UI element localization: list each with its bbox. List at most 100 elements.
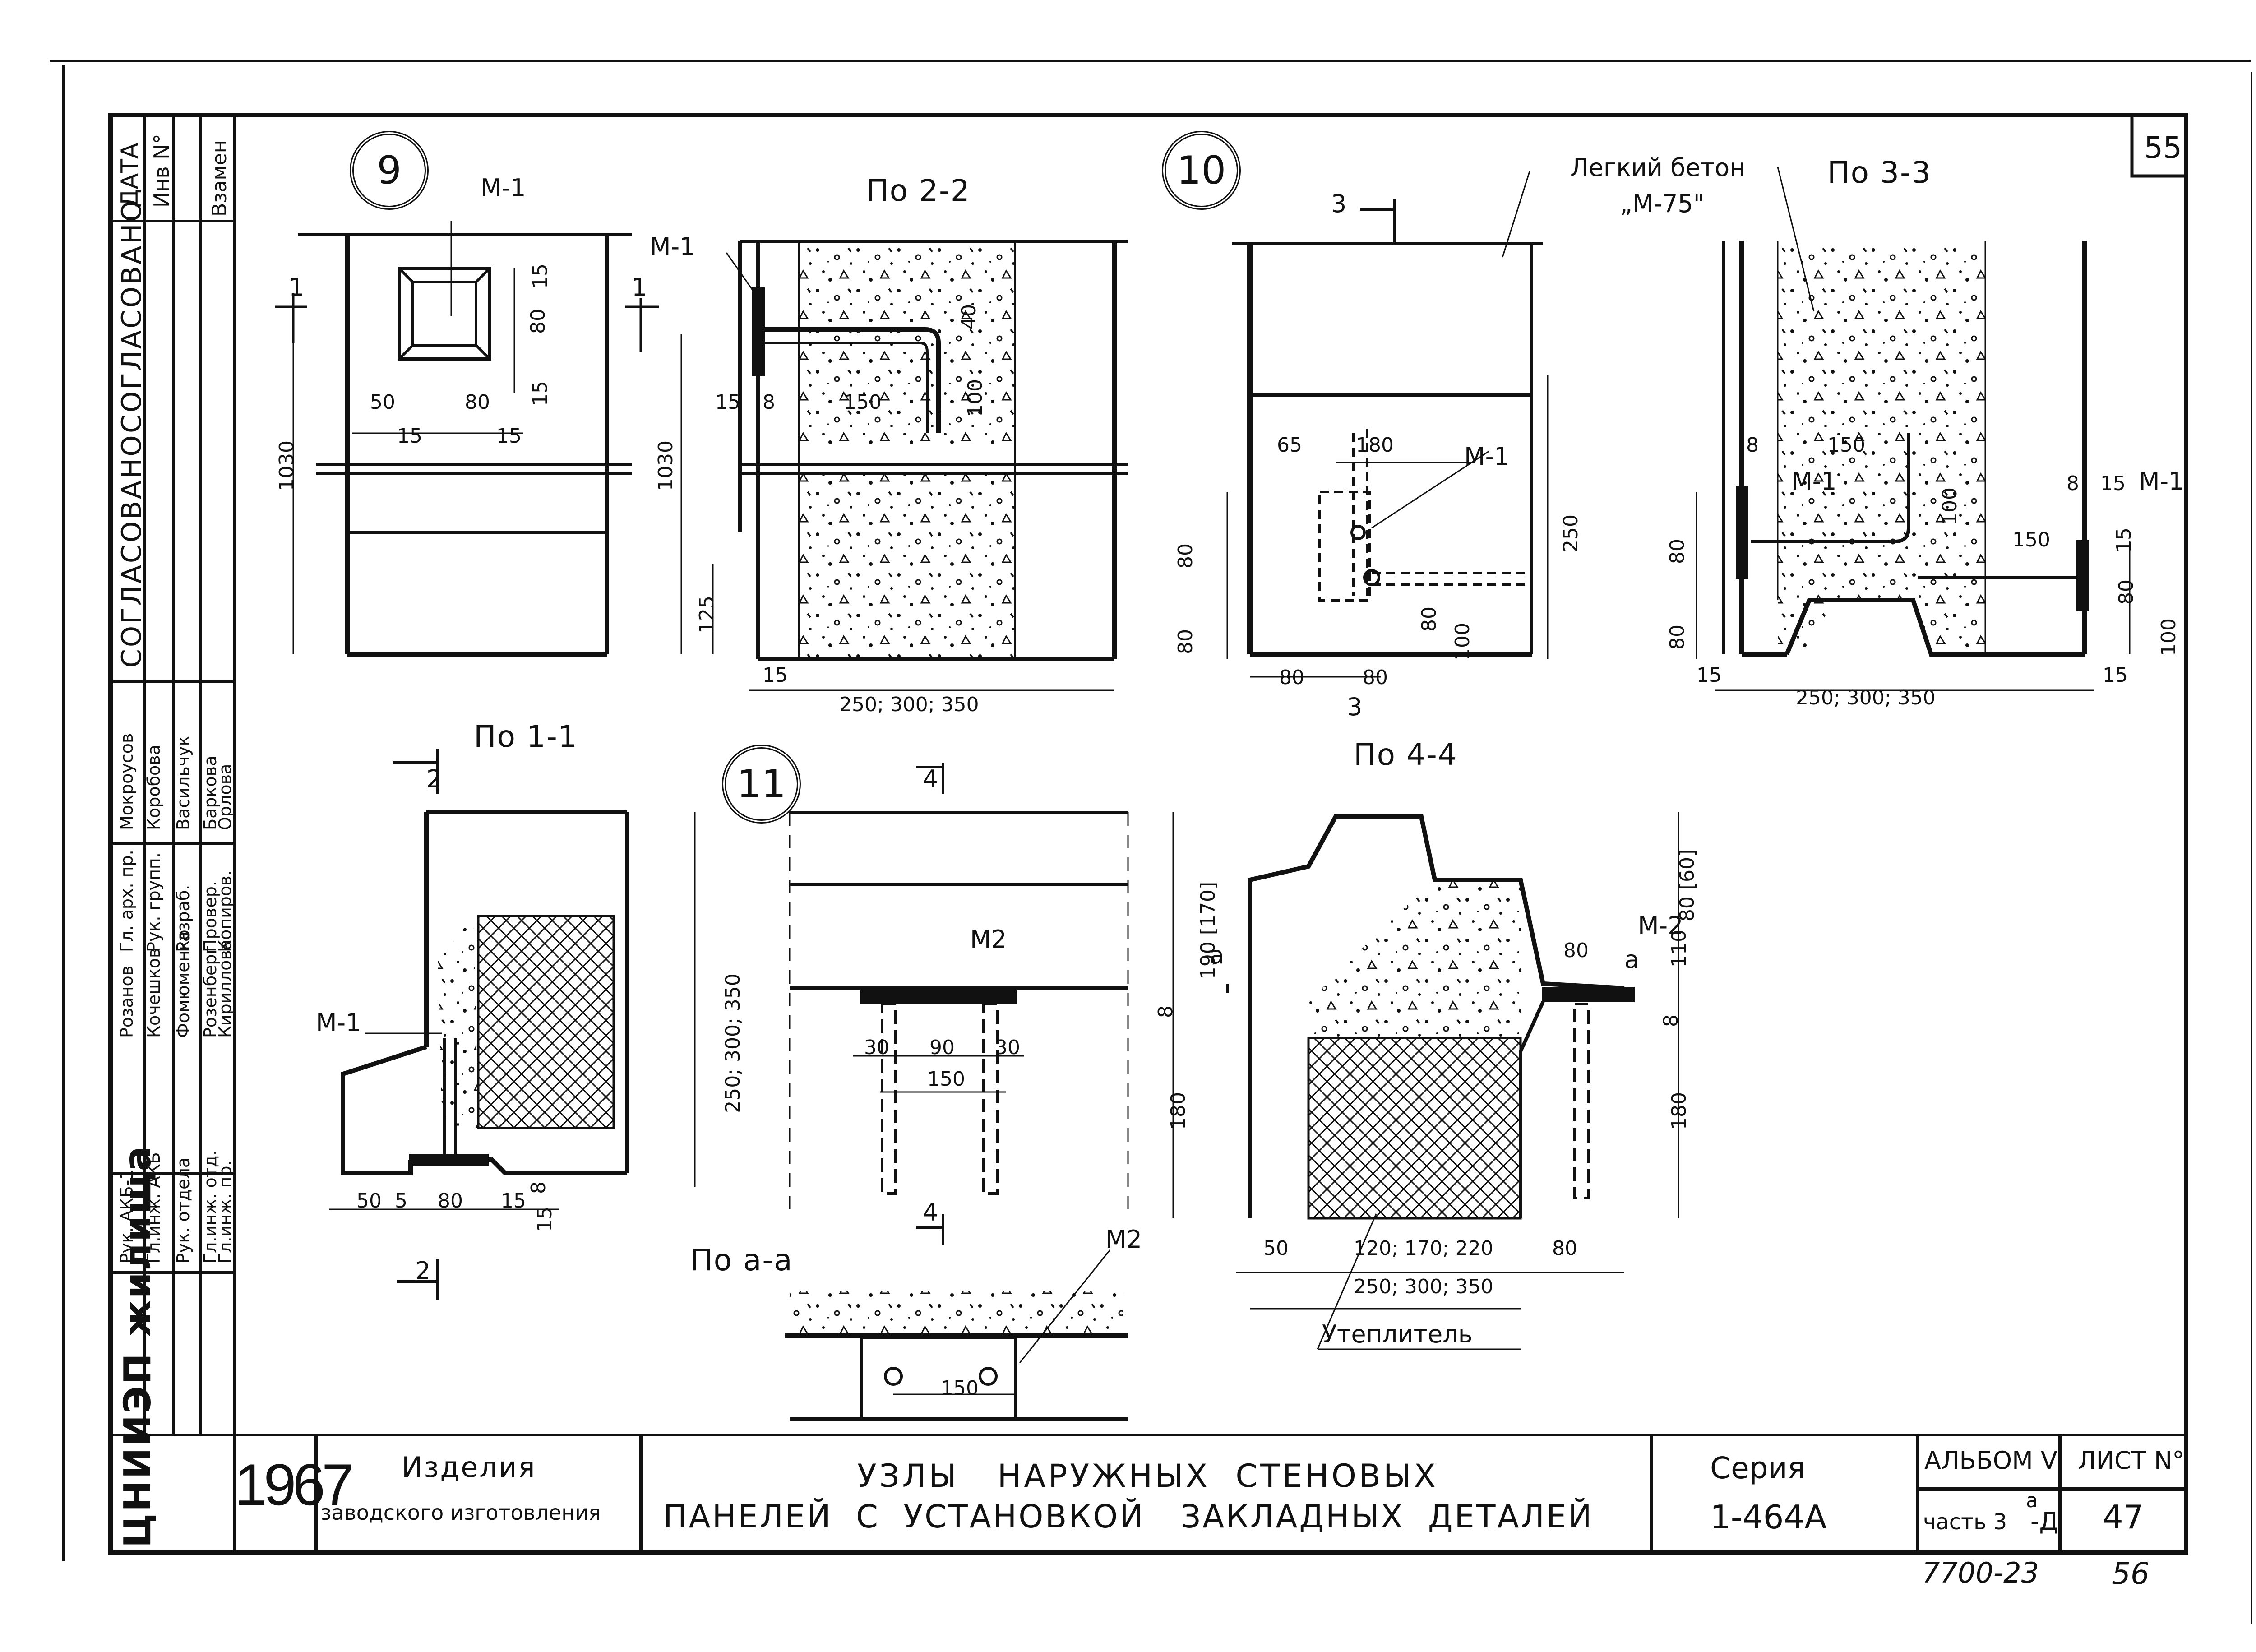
- detail-11: [789, 763, 1229, 1245]
- embedded-part-label: М-1: [1464, 442, 1510, 471]
- dimension: 180: [1356, 434, 1394, 457]
- view-title-3-3: По 3-3: [1827, 155, 1932, 190]
- stamp-role: Гл.инж. пр.: [215, 1160, 235, 1263]
- stamp-role: Рук. АКБ-1: [117, 1169, 137, 1263]
- stamp-name: Кириллова: [215, 939, 235, 1038]
- dimension: 15: [715, 391, 740, 414]
- dimension: 250; 300; 350: [721, 973, 744, 1113]
- embedded-part-label: М2: [1105, 1225, 1142, 1254]
- dimension: 15: [2100, 472, 2126, 495]
- dimension: 80: [1363, 666, 1388, 689]
- archive-number: 7700-23: [1922, 1556, 2039, 1589]
- stamp-role: Гл.инж. АКБ: [144, 1152, 164, 1263]
- section-cut-2: 2: [426, 765, 442, 793]
- dimension: 8: [2066, 472, 2079, 495]
- section-4-4: [1236, 812, 1679, 1350]
- dimension: 250: [1559, 514, 1582, 552]
- dimension: 80: [1418, 606, 1441, 632]
- dimension: 50: [370, 391, 395, 414]
- dimension: 40: [957, 304, 980, 329]
- drawing-title-line-2: ПАНЕЛЕЙ С УСТАНОВКОЙ ЗАКЛАДНЫХ ДЕТАЛЕЙ: [663, 1498, 1594, 1535]
- side-stamp-lines: [109, 115, 2186, 1552]
- embedded-part-label: М-1: [2139, 467, 2184, 495]
- part-label: часть 3: [1923, 1509, 2007, 1535]
- sheet-number-label: ЛИСТ N°: [2078, 1446, 2185, 1475]
- concrete-grade-label: „М-75": [1620, 190, 1705, 218]
- dimension: 8: [1154, 1005, 1177, 1018]
- dimension: 50: [356, 1189, 382, 1212]
- sheet-number: 47: [2103, 1498, 2144, 1536]
- dimension: 110: [1667, 930, 1691, 967]
- dimension: 120; 170; 220: [1354, 1237, 1493, 1260]
- embedded-part-label: М-1: [316, 1009, 361, 1037]
- dimension: 150: [927, 1068, 965, 1091]
- dimension: 1030: [654, 440, 677, 491]
- section-cut-4: 4: [923, 1198, 938, 1226]
- dimension: 90: [929, 1036, 955, 1059]
- section-cut-3: 3: [1347, 693, 1363, 721]
- dimension: 180: [1166, 1092, 1190, 1130]
- dimension: 100: [2157, 618, 2180, 656]
- stamp-role: Копиров.: [215, 870, 235, 952]
- dimension: 8: [527, 1181, 550, 1194]
- view-title-2-2: По 2-2: [866, 173, 971, 208]
- stamp-role: Рук. групп.: [144, 852, 164, 952]
- dimension: 80: [1563, 939, 1589, 962]
- dimension: 15: [1697, 664, 1722, 687]
- material-label: Легкий бетон: [1570, 153, 1746, 182]
- dimension: 80: [465, 391, 490, 414]
- dimension: 80: [1666, 539, 1689, 564]
- product-line-2: заводского изготовления: [320, 1500, 601, 1525]
- dimension: 50: [1263, 1237, 1289, 1260]
- section-cut-1: 1: [632, 273, 647, 301]
- section-cut-a: а: [1624, 945, 1640, 974]
- dimension: 125: [695, 596, 718, 634]
- stamp-name: Розанов: [117, 965, 137, 1038]
- stamp-role: Гл. арх. пр.: [117, 850, 137, 952]
- insulation-label: Утеплитель: [1322, 1320, 1473, 1348]
- dimension: 180: [1667, 1092, 1691, 1130]
- section-cut-2: 2: [415, 1257, 431, 1285]
- dimension: 150: [1827, 434, 1865, 457]
- dimension: 15: [529, 381, 552, 406]
- dimension: 80: [527, 309, 550, 334]
- stamp-col-date: ДАТА: [116, 143, 143, 208]
- stamp-name: Васильчук: [173, 736, 193, 830]
- dimension: 15: [529, 264, 552, 289]
- stamp-name: Кочешков: [144, 948, 164, 1038]
- detail-10-front: [1226, 171, 1549, 678]
- series-value: 1-464А: [1710, 1498, 1827, 1536]
- dimension: 8: [1746, 434, 1759, 457]
- stamp-name: Мокроусов: [117, 733, 137, 830]
- dimension: 100: [1451, 623, 1474, 661]
- product-line-1: Изделия: [402, 1451, 536, 1484]
- handwritten-page-number: 56: [2112, 1556, 2150, 1591]
- dimension: 15: [533, 1207, 556, 1232]
- embedded-part-label: М-1: [650, 232, 695, 261]
- dimension: 8: [763, 391, 775, 414]
- stamp-col-replace: Взамен: [208, 140, 231, 217]
- embedded-part-label: М-2: [1638, 912, 1683, 940]
- dimension: 100: [1938, 487, 1961, 525]
- dimension: 15: [496, 425, 522, 448]
- dimension: 80: [1666, 625, 1689, 650]
- dimension: 250; 300; 350: [1354, 1275, 1493, 1298]
- dimension: 80: [1174, 543, 1197, 569]
- embedded-part-label: М2: [970, 925, 1007, 953]
- dimension: 100: [963, 379, 987, 417]
- embedded-part-label: М-1: [481, 174, 526, 202]
- dimension: 15: [2113, 528, 2136, 553]
- dimension: 190 [170]: [1197, 881, 1220, 980]
- dimension: 80: [1552, 1237, 1577, 1260]
- dimension: 30: [995, 1036, 1020, 1059]
- section-cut-a: а: [1209, 941, 1225, 969]
- dimension: 250; 300; 350: [1796, 686, 1936, 709]
- detail-marker-9: 9: [350, 131, 429, 210]
- dimension: 250; 300; 350: [839, 693, 979, 716]
- dimension: 5: [395, 1189, 407, 1212]
- dimension: 15: [501, 1189, 526, 1212]
- detail-marker-10: 10: [1162, 131, 1241, 210]
- dimension: 80: [1279, 666, 1304, 689]
- dimension: 1030: [275, 440, 298, 491]
